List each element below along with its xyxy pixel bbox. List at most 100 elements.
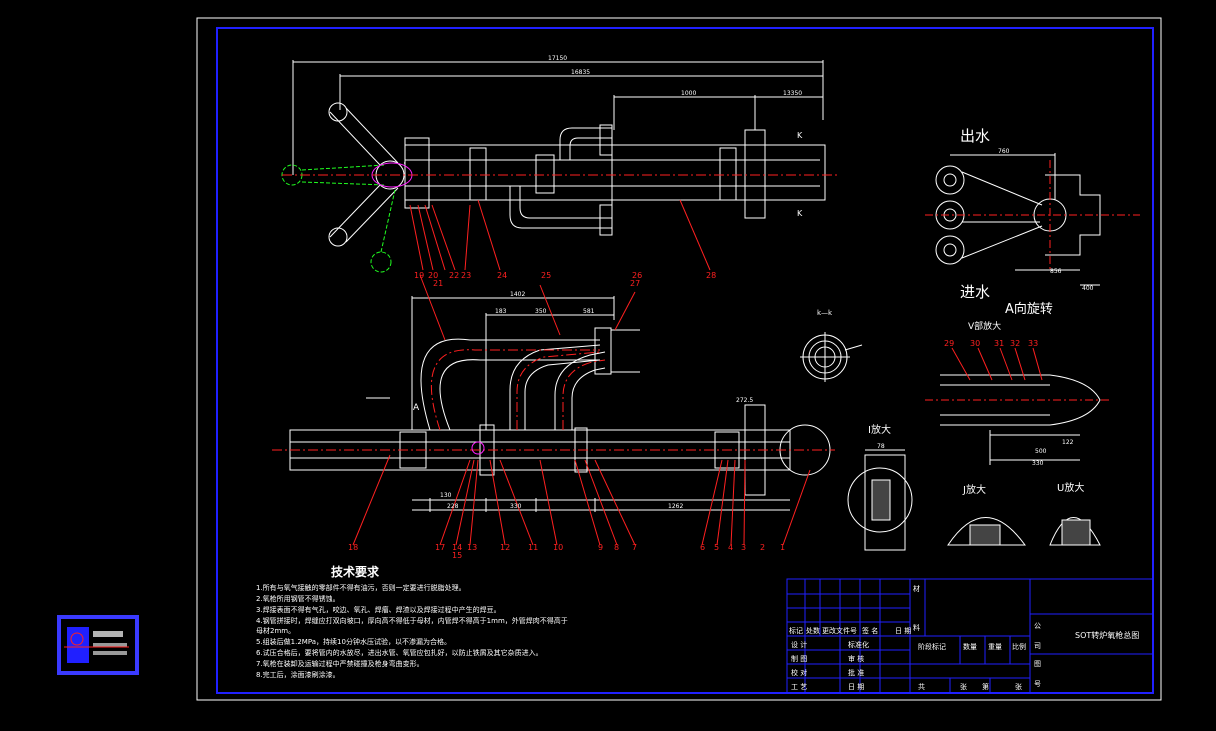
svg-text:K: K	[797, 131, 803, 140]
svg-text:校 对: 校 对	[791, 668, 807, 677]
svg-text:批 准: 批 准	[848, 668, 864, 677]
u-detail	[1049, 517, 1101, 546]
part-5: 5	[714, 543, 719, 552]
svg-text:共: 共	[918, 682, 925, 691]
a-view-centerline	[925, 160, 1140, 270]
svg-text:228: 228	[447, 503, 459, 510]
svg-text:号: 号	[1034, 680, 1041, 688]
inlet-label: 进水	[960, 283, 990, 301]
tech-requirements-title: 技术要求	[331, 564, 380, 579]
a-view	[935, 153, 1101, 286]
i-detail-label: I放大	[868, 423, 891, 436]
part-28: 28	[706, 271, 716, 280]
requirement-3: 3.焊接表面不得有气孔，咬边、氧孔、焊瘤、焊渣以及焊接过程中产生的焊豆。	[256, 605, 501, 614]
part-18: 18	[348, 543, 358, 552]
top-highlight-green	[281, 164, 396, 273]
svg-text:公: 公	[1034, 622, 1041, 630]
part-14: 14	[452, 543, 462, 552]
svg-text:标记: 标记	[789, 626, 803, 635]
svg-text:31: 31	[994, 339, 1004, 348]
bottom-part-numbers: 18 17 14 15 13 12 11 10 9 8 7 6 5 4 3 2 …	[348, 543, 785, 560]
j-detail-label: J放大	[962, 483, 986, 496]
u-detail-label: U放大	[1057, 481, 1084, 494]
svg-text:日 期: 日 期	[848, 683, 864, 691]
svg-text:1402: 1402	[510, 291, 525, 298]
part-23: 23	[461, 271, 471, 280]
svg-text:料: 料	[913, 623, 920, 632]
svg-text:760: 760	[998, 148, 1010, 155]
v-detail-dims: 122 500 330	[1032, 439, 1074, 467]
svg-text:122: 122	[1062, 439, 1074, 446]
tech-requirements-list: 1.所有与氧气接触的零部件不得有油污，否则一定要进行脱脂处理。 2.氧枪所用钢管…	[256, 583, 568, 679]
v-detail-label: V部放大	[968, 320, 1001, 332]
bottom-plan-view: A	[289, 296, 831, 512]
svg-text:272.5: 272.5	[736, 397, 753, 404]
inner-frame	[216, 27, 1154, 694]
svg-text:阶段标记: 阶段标记	[918, 642, 946, 651]
svg-text:330: 330	[1032, 460, 1044, 467]
part-19: 19	[414, 271, 424, 280]
part-13: 13	[467, 543, 477, 552]
svg-text:制 图: 制 图	[791, 654, 807, 663]
svg-text:183: 183	[495, 308, 507, 315]
svg-text:581: 581	[583, 308, 595, 315]
svg-text:130: 130	[440, 492, 452, 499]
part-12: 12	[500, 543, 510, 552]
svg-text:比例: 比例	[1012, 642, 1026, 651]
requirement-2: 2.氧枪所用钢管不得锈蚀。	[256, 594, 340, 603]
requirement-5: 5.组装后做1.2MPa，持续10分钟水压试验，以不渗漏为合格。	[256, 637, 451, 646]
svg-text:13350: 13350	[783, 90, 802, 97]
part-8: 8	[614, 543, 619, 552]
svg-text:标准化: 标准化	[848, 640, 869, 649]
requirement-6: 6.试压合格后，要将管内的水放尽，进出水管、氧管应包扎好，以防止铁屑及其它杂质进…	[256, 648, 543, 657]
part-9: 9	[598, 543, 603, 552]
svg-text:856: 856	[1050, 268, 1062, 275]
svg-text:400: 400	[1082, 285, 1094, 292]
v-part-numbers: 29 30 31 32 33	[944, 339, 1038, 348]
v-detail-leaders	[925, 347, 1110, 401]
part-1: 1	[780, 543, 785, 552]
part-27: 27	[630, 279, 640, 288]
svg-text:第: 第	[982, 682, 989, 691]
outer-frame	[196, 17, 1162, 701]
svg-text:材: 材	[913, 584, 920, 593]
svg-text:工 艺: 工 艺	[791, 683, 807, 691]
requirement-4: 4.钢管拼接时，焊缝应打双向坡口，厚向高不得低于母材，内管焊不得高于1mm，外管…	[256, 616, 568, 625]
part-6: 6	[700, 543, 705, 552]
svg-text:30: 30	[970, 339, 980, 348]
sheet-thumbnail[interactable]	[57, 615, 139, 675]
svg-text:29: 29	[944, 339, 954, 348]
part-20: 20	[428, 271, 438, 280]
part-25: 25	[541, 271, 551, 280]
bottom-highlight-magenta	[471, 441, 485, 455]
svg-text:500: 500	[1035, 448, 1047, 455]
part-15: 15	[452, 551, 462, 560]
kk-label: k—k	[817, 309, 833, 317]
svg-text:处数: 处数	[806, 626, 820, 635]
svg-text:16835: 16835	[571, 69, 590, 76]
svg-text:张: 张	[1015, 682, 1022, 691]
bottom-dim-labels: 1402 183 350 581 272.5 130 228 330 1262	[440, 291, 753, 510]
v-detail	[940, 374, 1101, 465]
part-10: 10	[553, 543, 563, 552]
part-22: 22	[449, 271, 459, 280]
top-part-numbers: 19 20 21 22 23 24 25 26 27 28	[414, 271, 716, 288]
svg-text:重量: 重量	[988, 643, 1002, 651]
kk-section	[800, 332, 863, 382]
part-4: 4	[728, 543, 733, 552]
svg-text:330: 330	[510, 503, 522, 510]
requirement-4b: 母材2mm。	[256, 626, 295, 635]
part-7: 7	[632, 543, 637, 552]
bottom-leaders	[352, 274, 811, 546]
svg-text:K: K	[797, 209, 803, 218]
svg-text:设 计: 设 计	[791, 640, 807, 649]
thumbnail-preview	[59, 617, 137, 673]
outlet-label: 出水	[960, 127, 990, 145]
svg-text:350: 350	[535, 308, 547, 315]
svg-text:日 期: 日 期	[895, 627, 911, 635]
svg-text:司: 司	[1034, 642, 1041, 650]
title-block	[786, 578, 1154, 694]
svg-text:签 名: 签 名	[862, 626, 878, 635]
svg-text:更改文件号: 更改文件号	[822, 626, 857, 635]
